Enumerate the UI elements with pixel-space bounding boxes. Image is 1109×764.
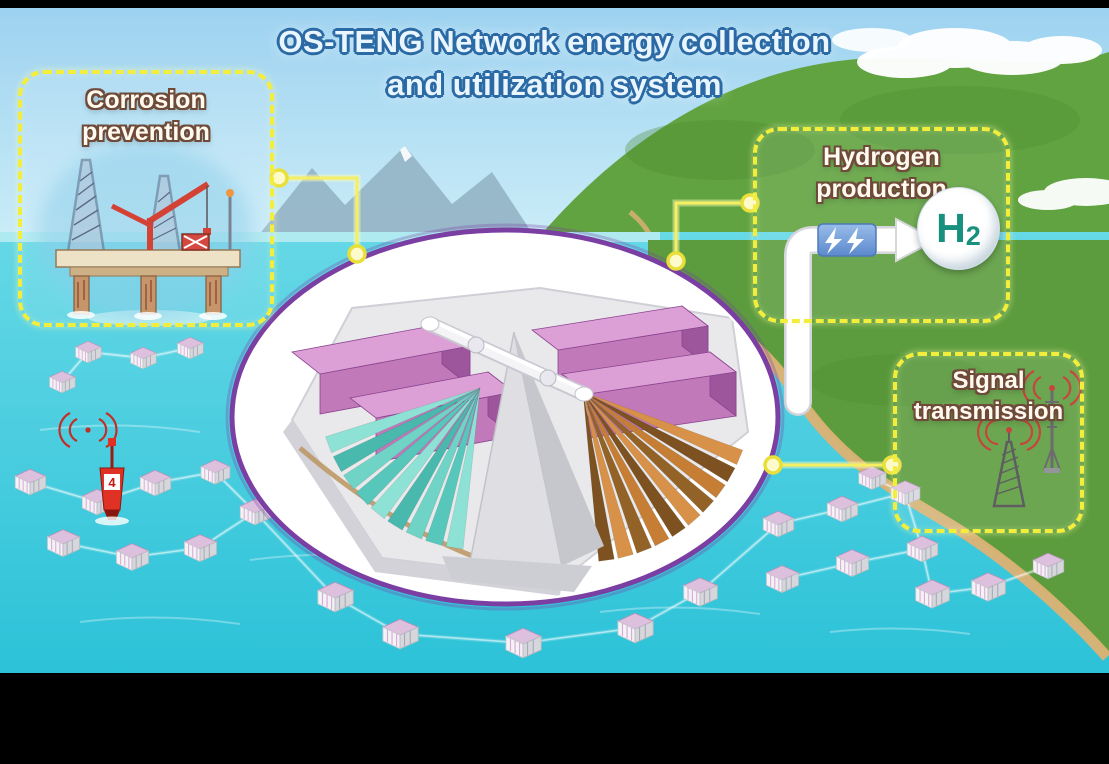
cloud: [832, 28, 912, 52]
signal-waves-icon: [976, 412, 1042, 452]
os-teng-device-icon: [283, 286, 750, 596]
figure-title: OS-TENG Network energy collection and ut…: [0, 20, 1109, 107]
device-spotlight-ring: [229, 227, 781, 607]
device-fan-orange: [582, 391, 744, 562]
corrosion-prevention-label: Corrosion prevention: [82, 86, 210, 146]
buoy-number: 4: [108, 475, 116, 490]
h2-subscript: 2: [965, 221, 981, 251]
scene-artwork: 4: [0, 8, 1109, 673]
connector-lines: [279, 174, 892, 469]
cloud: [857, 28, 1102, 78]
signal-transmission-label: Signal transmission: [913, 367, 1064, 425]
device-fan-teal: [325, 387, 481, 550]
figure-title-line2: and utilization system: [387, 67, 722, 103]
oil-rig-icon: [37, 144, 253, 320]
callout-corrosion-prevention: Corrosion prevention: [18, 70, 274, 327]
buoy-icon: 4: [58, 412, 129, 526]
callout-signal-transmission: Signal transmission: [893, 352, 1084, 533]
h2-symbol: H: [936, 205, 966, 251]
hydrogen-production-label: Hydrogen production: [816, 143, 947, 203]
figure-title-line1: OS-TENG Network energy collection: [278, 24, 831, 59]
illustration-scene: 4: [0, 8, 1109, 673]
cloud: [1018, 178, 1109, 210]
land-near: [648, 240, 1109, 655]
hydrogen-arrow-icon: [784, 217, 939, 416]
lightning-bolt-icon: [817, 223, 877, 257]
mountains: [258, 146, 534, 236]
